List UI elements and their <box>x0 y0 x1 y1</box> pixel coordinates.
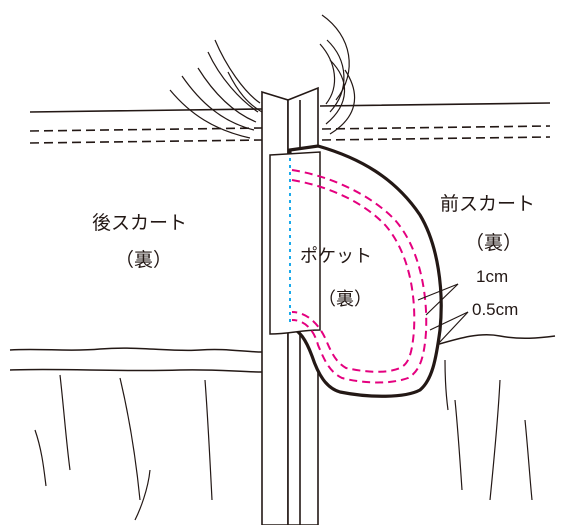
pocket-label: ポケット <box>300 246 372 267</box>
waistband-stitch-upper <box>29 125 551 132</box>
waistband <box>29 102 551 144</box>
inner-stitch-measurement: 0.5cm <box>472 300 518 319</box>
waistband-stitch-lower <box>29 136 551 144</box>
outer-stitch-measurement: 1cm <box>476 267 508 286</box>
front-skirt-side-label: （裏） <box>465 232 522 254</box>
pocket-bag <box>269 144 443 398</box>
pocket-opening-front <box>269 151 321 335</box>
front-skirt-seam <box>435 333 556 346</box>
pocket-side-label: （裏） <box>318 289 372 310</box>
back-skirt-label: 後スカート <box>92 212 187 234</box>
leader-05cm-b <box>437 311 469 345</box>
back-skirt-side-label: （裏） <box>115 249 172 271</box>
leader-1cm-b <box>425 283 459 316</box>
stitch-line-inner <box>291 179 416 373</box>
back-skirt-seam-lower <box>9 368 263 373</box>
back-skirt-seam <box>9 347 263 353</box>
skirt-folds <box>34 359 533 521</box>
front-skirt-label: 前スカート <box>440 193 535 215</box>
leader-05cm-a <box>429 311 469 331</box>
waist-gathers <box>169 14 356 139</box>
leader-1cm-a <box>417 283 459 301</box>
pocket-outline <box>286 144 443 398</box>
waistband-top-line <box>29 102 551 113</box>
measurement-leaders <box>417 283 469 345</box>
stitch-line-outer <box>291 169 428 384</box>
